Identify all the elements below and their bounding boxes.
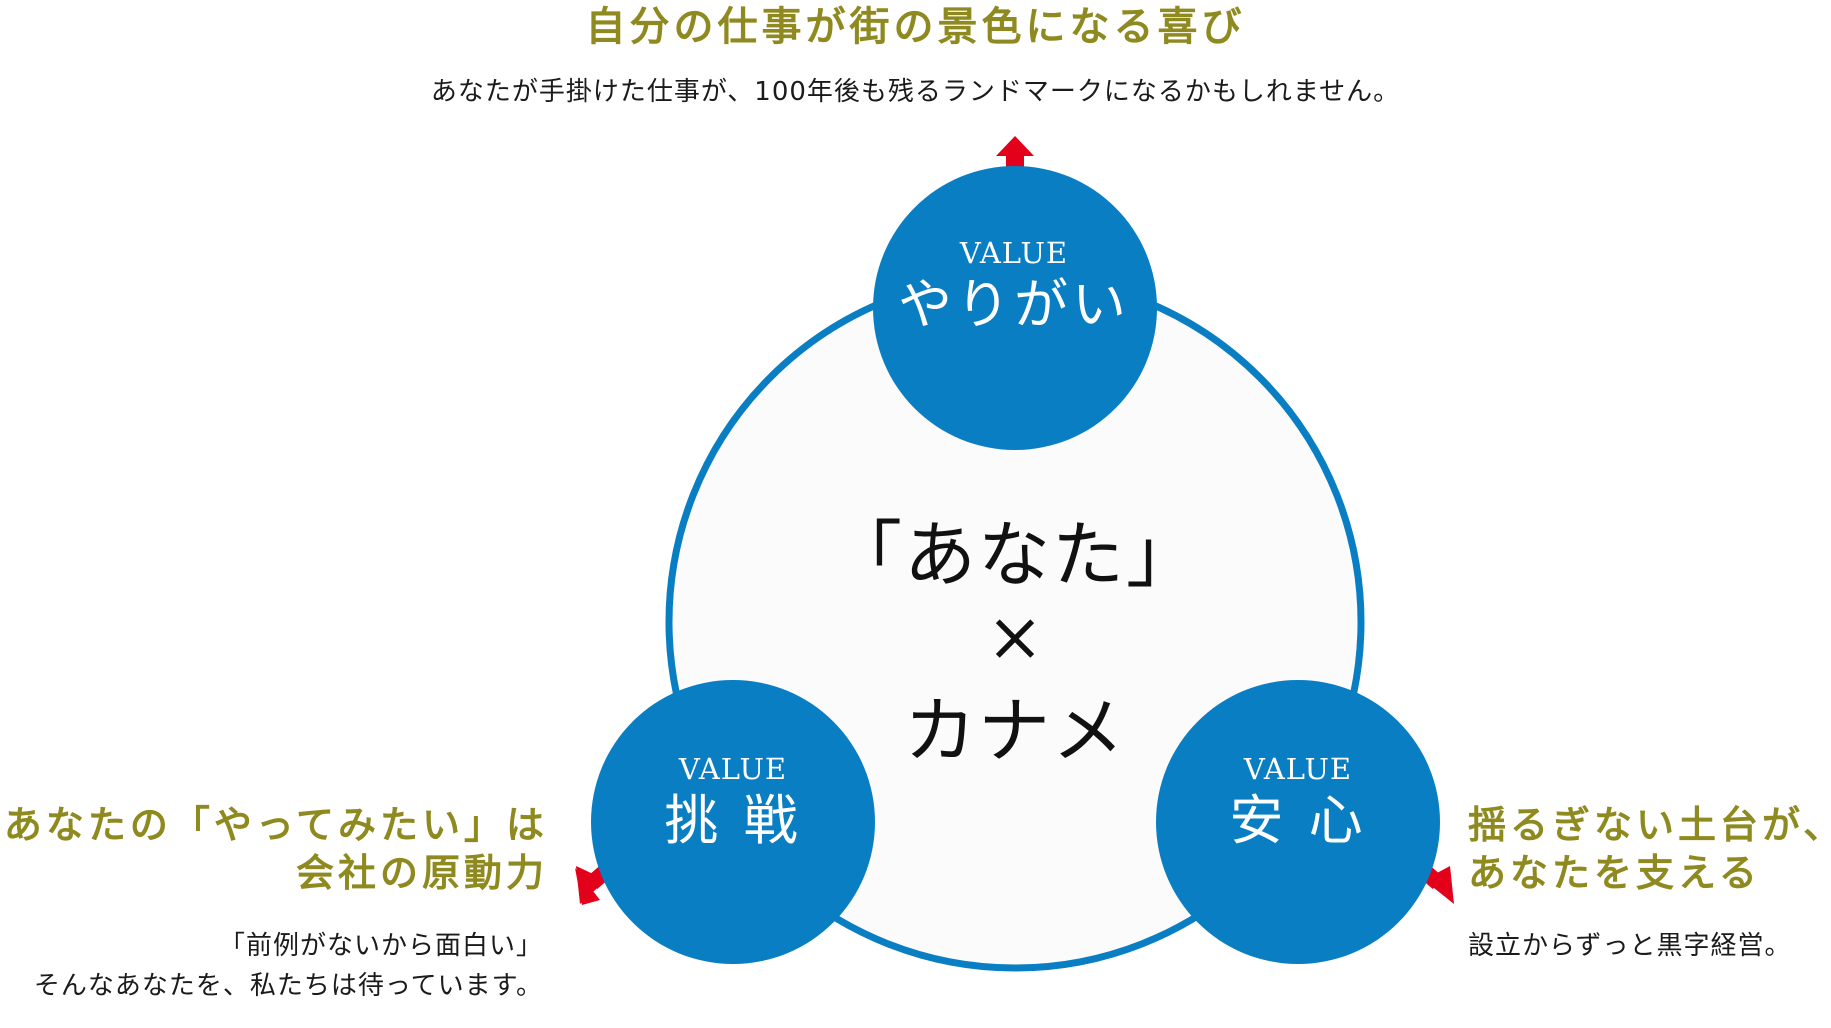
left-headline: あなたの「やってみたい」は 会社の原動力 — [4, 802, 548, 897]
node-jp-label: 挑 戦 — [664, 788, 802, 852]
value-node-yarigai: VALUE やりがい — [874, 236, 1154, 338]
center-times: × — [986, 598, 1044, 677]
value-node-chousen: VALUE 挑 戦 — [593, 752, 873, 854]
node-circle-right — [1156, 680, 1440, 964]
right-headline: 揺るぎない土台が、 あなたを支える — [1468, 802, 1831, 897]
value-node-anshin: VALUE 安 心 — [1158, 752, 1438, 854]
node-jp-label: 安 心 — [1229, 788, 1367, 852]
right-headline-line: あなたを支える — [1468, 850, 1761, 895]
center-kaname: カナメ — [903, 689, 1126, 773]
left-headline-line: 会社の原動力 — [295, 850, 548, 895]
left-body-line: そんなあなたを、私たちは待っています。 — [33, 971, 543, 1002]
node-en-label: VALUE — [959, 236, 1069, 270]
center-anata: 「あなた」 — [829, 513, 1200, 597]
left-body: 「前例がないから面白い」 そんなあなたを、私たちは待っています。 — [34, 926, 543, 1007]
right-headline-line: 揺るぎない土台が、 — [1468, 803, 1831, 847]
node-circle-top — [873, 166, 1157, 450]
left-body-line: 「前例がないから面白い」 — [218, 931, 543, 961]
node-jp-label: やりがい — [898, 272, 1130, 336]
top-headline: 自分の仕事が街の景色になる喜び — [585, 4, 1246, 50]
node-en-label: VALUE — [678, 752, 788, 786]
top-body: あなたが手掛けた仕事が、100年後も残るランドマークになるかもしれません。 — [430, 77, 1401, 107]
right-body: 設立からずっと黒字経営。 — [1468, 931, 1792, 961]
node-circle-left — [591, 680, 875, 964]
node-en-label: VALUE — [1243, 752, 1353, 786]
left-headline-line: あなたの「やってみたい」は — [3, 803, 548, 847]
